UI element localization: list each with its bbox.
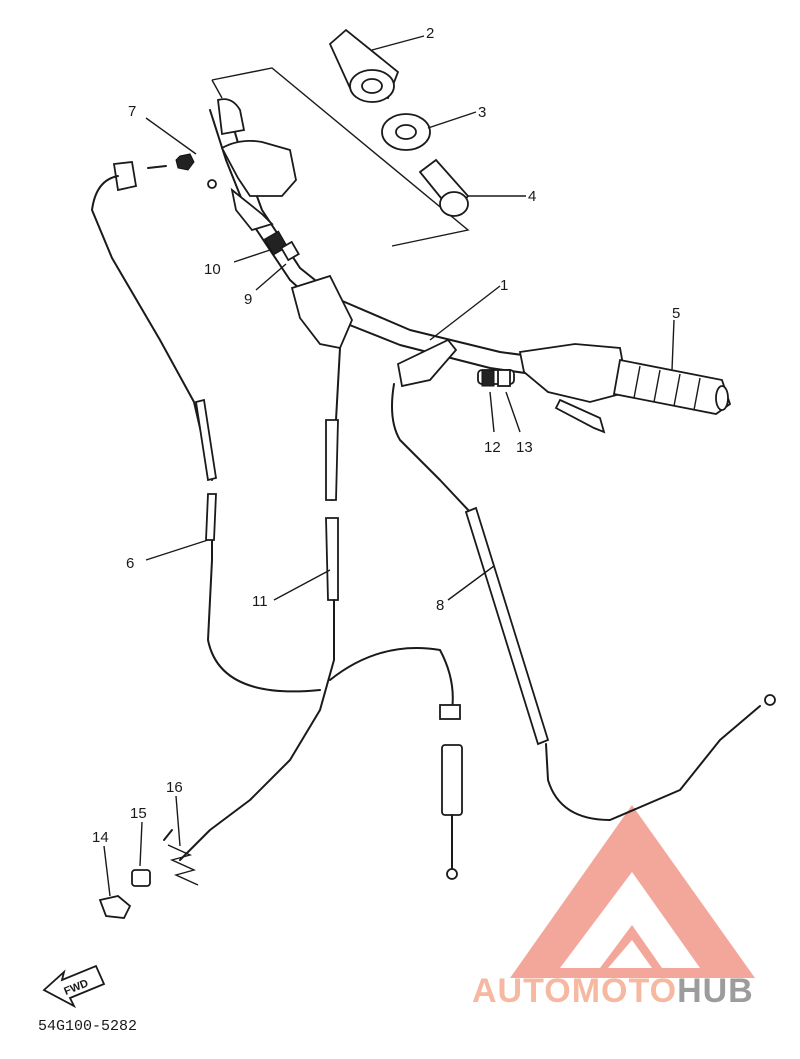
forward-arrow: FWD: [42, 964, 106, 1009]
adjuster-12-13: [481, 369, 511, 387]
adjuster-9-10: [263, 230, 300, 262]
callout-6: 6: [126, 555, 134, 572]
callout-12: 12: [484, 439, 501, 456]
callout-9: 9: [244, 291, 252, 308]
spring-16: [163, 829, 199, 886]
right-grip: [612, 358, 732, 415]
grip-2: [328, 28, 400, 103]
callout-10: 10: [204, 261, 221, 278]
watermark-text-secondary: HUB: [677, 972, 754, 1010]
left-lever-holder: [207, 139, 297, 232]
holder-15: [131, 869, 151, 887]
callout-16: 16: [166, 779, 183, 796]
left-grip: [290, 274, 353, 350]
grip-4-sleeve: [418, 158, 470, 217]
watermark-text-primary: AUTOMOTO: [472, 972, 678, 1010]
holder-14: [98, 895, 132, 919]
callout-13: 13: [516, 439, 533, 456]
callout-2: 2: [426, 25, 434, 42]
cable-8: [391, 383, 776, 821]
nut-7: [147, 153, 195, 171]
callout-11: 11: [252, 593, 268, 610]
callout-3: 3: [478, 104, 486, 121]
grip-3-washer: [381, 113, 431, 151]
cable-6: [91, 161, 321, 693]
callout-7: 7: [128, 103, 136, 120]
watermark-text: AUTOMOTOHUB: [472, 972, 754, 1011]
callout-labels: 2 3 4 7 1 5 6 10 9 11 12 13 8 16 15 14: [92, 25, 680, 846]
callout-1: 1: [500, 277, 508, 294]
grip-group-bracket: [211, 67, 470, 247]
diagram-code: 54G100-5282: [38, 1018, 138, 1035]
leader-lines: [103, 35, 675, 897]
callout-15: 15: [130, 805, 147, 822]
callout-8: 8: [436, 597, 444, 614]
callout-4: 4: [528, 188, 536, 205]
callout-5: 5: [672, 305, 680, 322]
cable-11: [179, 347, 463, 880]
watermark-logo: [510, 805, 755, 978]
callout-14: 14: [92, 829, 109, 846]
